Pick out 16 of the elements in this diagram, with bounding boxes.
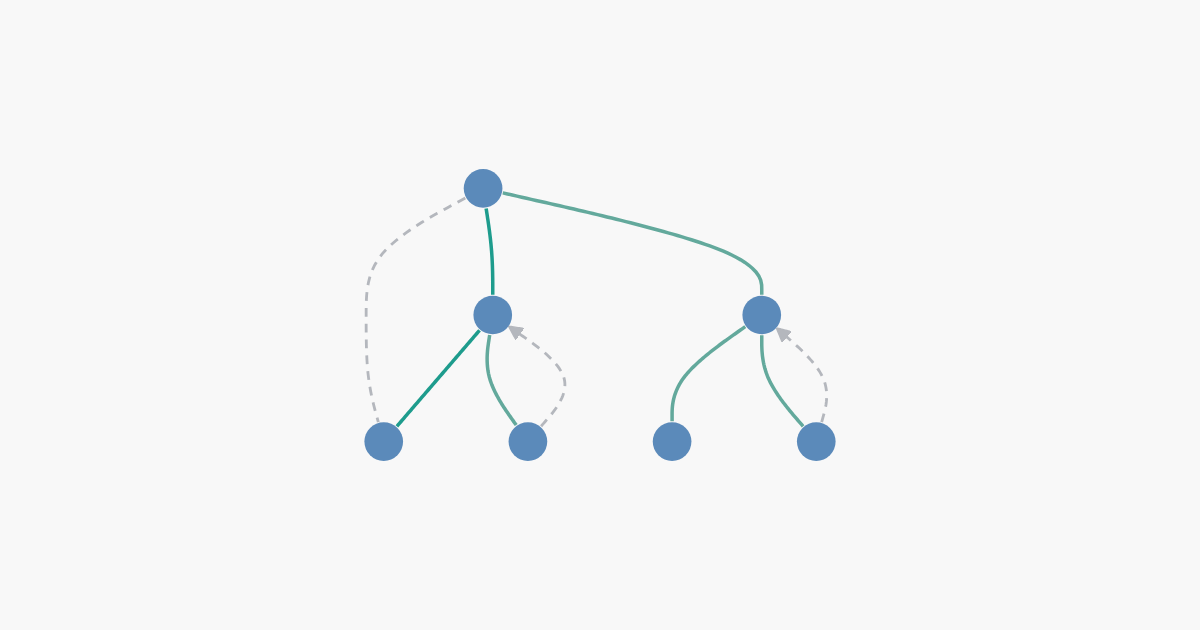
circle-node xyxy=(473,295,513,335)
connector-line xyxy=(395,329,481,428)
circle-node xyxy=(796,422,836,461)
dashed-arrow xyxy=(775,327,829,423)
connector-line xyxy=(670,325,747,422)
connector-line xyxy=(760,335,805,428)
circle-node xyxy=(364,422,404,461)
dashed-line xyxy=(364,196,466,423)
circle-node xyxy=(742,295,782,335)
circle-node xyxy=(652,422,692,461)
circle-node xyxy=(508,422,548,461)
connector-line xyxy=(484,208,495,296)
dashed-arrow xyxy=(507,325,567,428)
connector-line xyxy=(502,191,764,295)
connector-line xyxy=(485,334,518,427)
circle-node xyxy=(463,169,503,208)
